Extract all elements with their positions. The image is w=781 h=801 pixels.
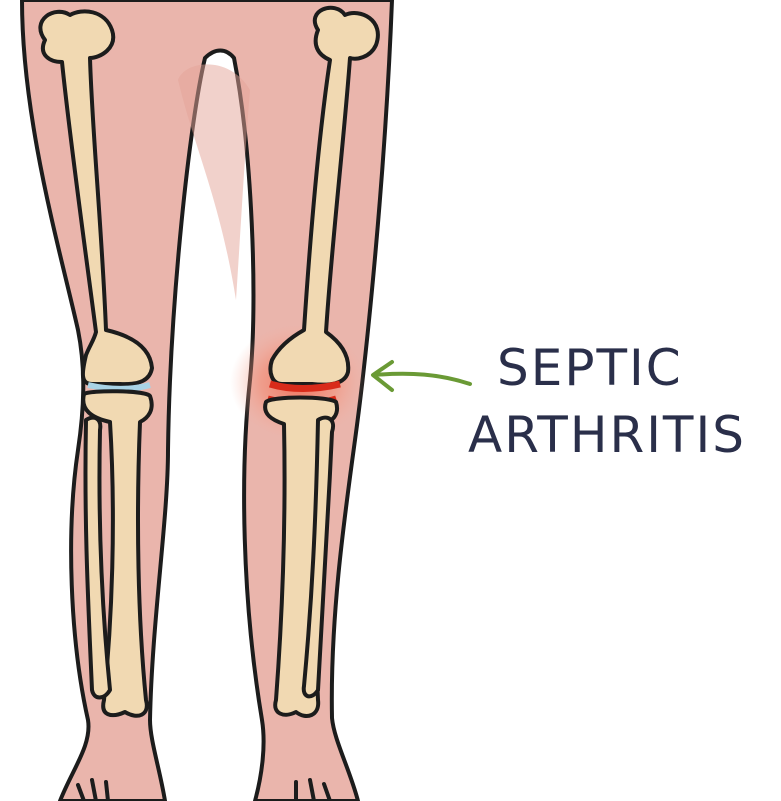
annotation-line-1: SEPTIC: [497, 339, 683, 397]
left-arrow-icon: [373, 362, 470, 390]
thigh-shadow: [178, 64, 250, 300]
annotation-line-2: ARTHRITIS: [468, 406, 746, 464]
